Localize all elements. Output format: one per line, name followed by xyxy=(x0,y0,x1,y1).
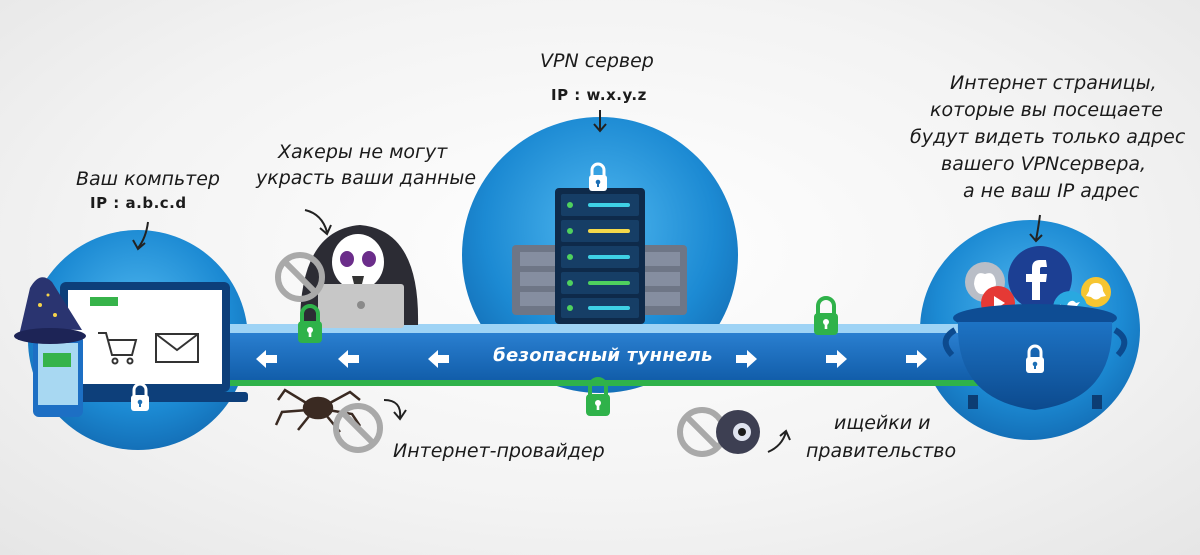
wizard-hat-icon xyxy=(14,277,86,344)
hackers-label-line2: украсть ваши данные xyxy=(256,167,477,189)
sites-label-line1: Интернет страницы, xyxy=(950,72,1157,94)
server-rack-icon xyxy=(512,188,687,324)
down-arrow-icon xyxy=(593,110,607,133)
facebook-icon xyxy=(1008,246,1072,310)
vpn-ip-label: IP : w.x.y.z xyxy=(551,86,647,104)
sites-label-line5: а не ваш IP адрес xyxy=(963,180,1140,202)
curved-arrow-icon xyxy=(383,399,407,421)
down-arrow-icon xyxy=(1029,214,1043,243)
snoop-label-line2: правительство xyxy=(806,440,957,462)
tunnel-label: безопасный туннель xyxy=(493,345,713,366)
cart-icon xyxy=(98,332,138,365)
isp-label: Интернет-провайдер xyxy=(393,440,605,462)
vpn-server-label: VPN сервер xyxy=(540,50,654,72)
sites-label-line4: вашего VPNсервера, xyxy=(941,153,1147,175)
curved-arrow-icon xyxy=(132,221,149,251)
mail-icon xyxy=(155,333,199,363)
your-computer-label: Ваш компьтер xyxy=(76,168,220,190)
phone-icon xyxy=(33,335,83,417)
hacker-skull-icon xyxy=(300,225,419,328)
eye-icon xyxy=(716,410,760,454)
spider-icon xyxy=(274,388,362,433)
no-entry-icon xyxy=(336,406,380,450)
snoop-label-line1: ищейки и xyxy=(834,412,931,434)
your-ip-label: IP : a.b.c.d xyxy=(90,194,187,212)
sites-label-line3: будут видеть только адрес xyxy=(910,126,1186,148)
curved-arrow-icon xyxy=(767,429,791,453)
hackers-label-line1: Хакеры не могут xyxy=(278,141,448,163)
curved-arrow-icon xyxy=(304,209,332,236)
lock-icon xyxy=(812,296,840,337)
sites-label-line2: которые вы посещаете xyxy=(930,99,1163,121)
snapchat-icon xyxy=(1081,277,1111,307)
